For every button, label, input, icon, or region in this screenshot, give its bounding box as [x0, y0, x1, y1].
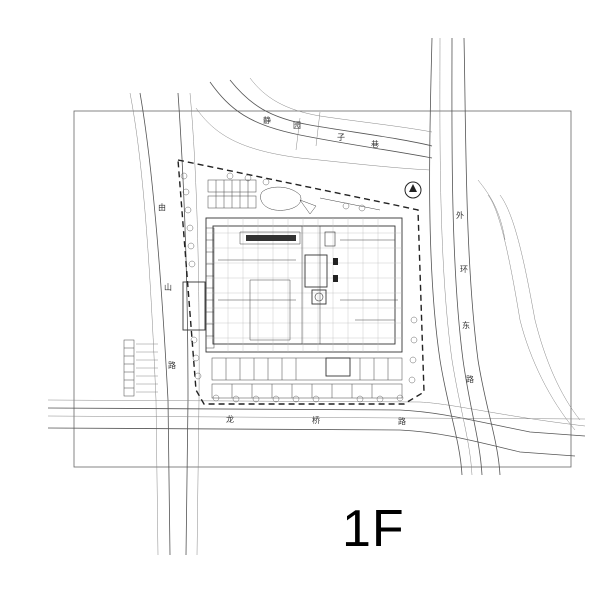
parking-south: [211, 357, 403, 399]
west-road-label-1: 由: [158, 202, 166, 212]
north-road: [195, 77, 433, 171]
garden-north: [260, 186, 381, 215]
trees: [180, 172, 418, 403]
south-road-label-2: 桥: [312, 415, 320, 425]
main-building: [205, 217, 403, 353]
west-road: [129, 92, 200, 556]
east-road-label-2: 环: [460, 265, 468, 274]
drawing-frame: [73, 110, 572, 468]
parking-west: [182, 227, 215, 349]
west-road-label-2: 山: [164, 282, 172, 292]
east-road: [429, 37, 581, 476]
south-road: [47, 399, 586, 457]
south-road-label-1: 龙: [226, 414, 234, 424]
north-road-label-4: 巷: [371, 140, 379, 149]
floor-label: 1F: [342, 500, 405, 558]
compass-symbol: [404, 181, 422, 199]
site-boundary: [177, 159, 425, 405]
parking-top-left: [207, 179, 257, 209]
legend: [123, 339, 158, 397]
east-road-label-4: 路: [466, 374, 474, 384]
north-road-label-2: 园: [293, 121, 301, 130]
south-road-label-3: 路: [398, 416, 406, 426]
north-road-label-1: 静: [263, 115, 271, 125]
north-road-label-3: 子: [337, 133, 345, 142]
east-road-label-3: 东: [462, 320, 470, 330]
east-road-label-1: 外: [456, 210, 464, 220]
west-road-label-3: 路: [168, 360, 176, 370]
